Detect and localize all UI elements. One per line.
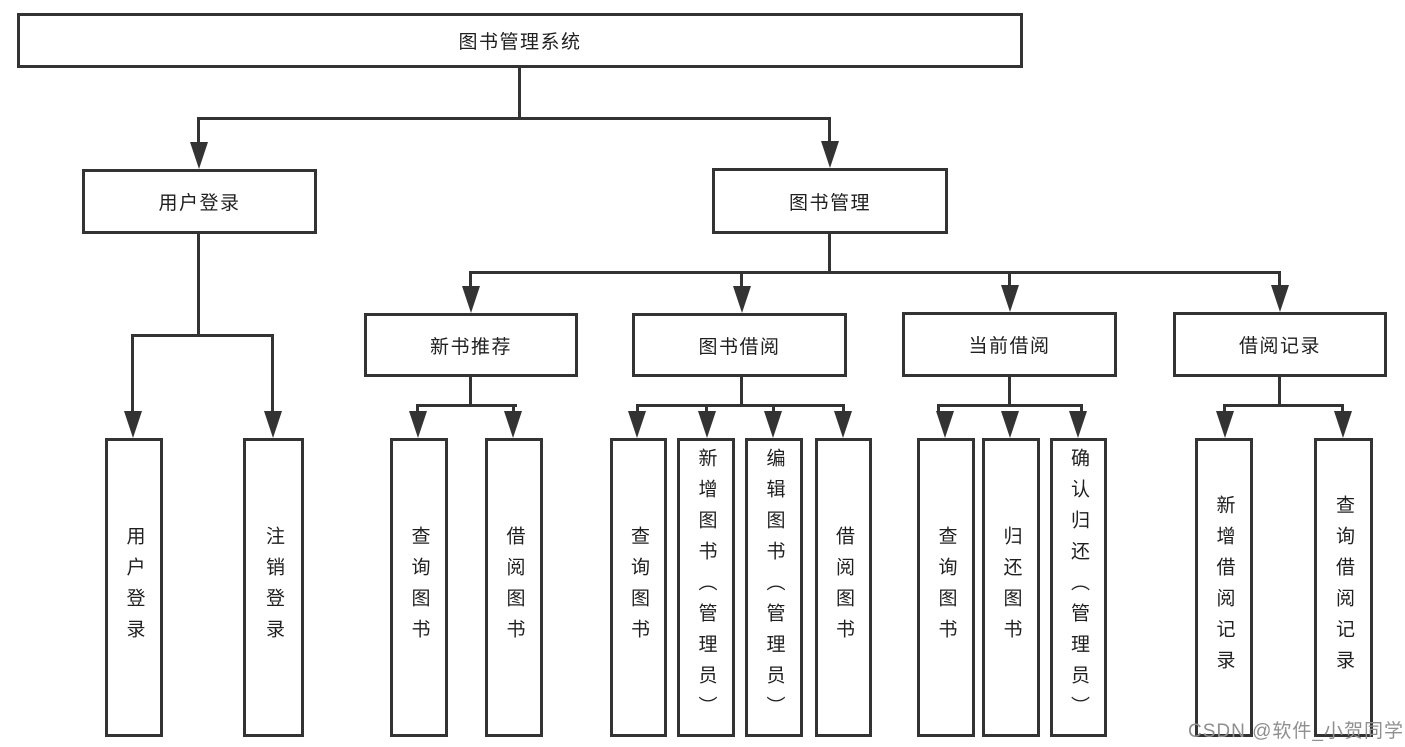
arrow-down-icon xyxy=(1271,285,1289,312)
node-book-borrow: 图书借阅 xyxy=(632,313,847,377)
node-root: 图书管理系统 xyxy=(17,13,1023,68)
arrow-down-icon xyxy=(1334,411,1352,438)
connector-line xyxy=(772,404,775,414)
connector-line xyxy=(937,404,1083,407)
connector-line xyxy=(416,404,517,407)
leaf-borrow-book-1-label: 借阅图书 xyxy=(503,525,525,650)
connector-line xyxy=(197,234,200,337)
arrow-down-icon xyxy=(1001,411,1019,438)
connector-line xyxy=(740,377,743,407)
connector-line xyxy=(828,117,831,147)
arrow-down-icon xyxy=(1216,411,1234,438)
connector-line xyxy=(636,404,845,407)
arrow-down-icon xyxy=(698,411,716,438)
connector-line xyxy=(1341,404,1344,414)
connector-line xyxy=(131,334,134,414)
node-new-book-recommend-label: 新书推荐 xyxy=(429,336,512,358)
connector-line xyxy=(828,234,831,274)
leaf-logout-label: 注销登录 xyxy=(263,525,284,650)
node-root-label: 图书管理系统 xyxy=(458,32,582,53)
node-new-book-recommend: 新书推荐 xyxy=(364,313,578,377)
arrow-down-icon xyxy=(936,411,954,438)
connector-line xyxy=(198,117,831,120)
arrow-down-icon xyxy=(504,411,522,438)
leaf-return-book: 归还图书 xyxy=(982,438,1040,737)
connector-line xyxy=(518,66,521,119)
connector-line xyxy=(636,404,639,414)
leaf-add-borrow-record-label: 新增借阅记录 xyxy=(1213,494,1235,681)
connector-line xyxy=(705,404,708,414)
arrow-down-icon xyxy=(1001,285,1019,312)
leaf-user-login-label: 用户登录 xyxy=(123,525,145,650)
leaf-query-book-1: 查询图书 xyxy=(390,438,448,737)
node-current-borrow: 当前借阅 xyxy=(902,312,1117,377)
arrow-down-icon xyxy=(264,411,282,438)
connector-line xyxy=(469,271,1281,274)
arrow-down-icon xyxy=(462,286,480,313)
leaf-confirm-return-admin-label: 确认归还（管理员） xyxy=(1068,448,1089,727)
arrow-down-icon xyxy=(1069,411,1087,438)
connector-line xyxy=(1080,404,1083,414)
leaf-query-book-1-label: 查询图书 xyxy=(408,525,430,650)
leaf-query-borrow-record: 查询借阅记录 xyxy=(1314,438,1373,737)
leaf-borrow-book-2: 借阅图书 xyxy=(815,438,872,737)
connector-line xyxy=(740,271,743,288)
connector-line xyxy=(416,404,419,414)
leaf-query-book-3-label: 查询图书 xyxy=(935,525,957,650)
leaf-query-book-2-label: 查询图书 xyxy=(628,525,649,650)
leaf-user-login: 用户登录 xyxy=(105,438,163,737)
csdn-watermark: CSDN @软件_小贺同学 xyxy=(1188,721,1404,742)
connector-line xyxy=(131,334,274,337)
connector-line xyxy=(1223,404,1226,414)
node-book-management: 图书管理 xyxy=(712,168,948,234)
connector-line xyxy=(1223,404,1344,407)
arrow-down-icon xyxy=(733,286,751,313)
leaf-query-book-3: 查询图书 xyxy=(917,438,975,737)
connector-line xyxy=(937,404,940,414)
leaf-borrow-book-2-label: 借阅图书 xyxy=(833,525,854,650)
node-borrow-record: 借阅记录 xyxy=(1173,312,1387,377)
arrow-down-icon xyxy=(628,411,646,438)
connector-line xyxy=(469,271,472,288)
connector-line xyxy=(512,404,515,414)
leaf-add-borrow-record: 新增借阅记录 xyxy=(1195,438,1253,737)
arrow-down-icon xyxy=(821,141,839,168)
connector-line xyxy=(1278,271,1281,288)
connector-line xyxy=(1008,377,1011,407)
node-borrow-record-label: 借阅记录 xyxy=(1238,336,1321,357)
node-book-management-label: 图书管理 xyxy=(788,192,871,214)
arrow-down-icon xyxy=(409,411,427,438)
leaf-borrow-book-1: 借阅图书 xyxy=(485,438,543,737)
arrow-down-icon xyxy=(834,411,852,438)
connector-line xyxy=(1008,271,1011,288)
arrow-down-icon xyxy=(764,411,782,438)
arrow-down-icon xyxy=(124,411,142,438)
node-current-borrow-label: 当前借阅 xyxy=(968,336,1051,357)
leaf-edit-book-admin: 编辑图书（管理员） xyxy=(745,438,803,737)
connector-line xyxy=(1278,377,1281,407)
connector-line xyxy=(197,117,200,147)
leaf-confirm-return-admin: 确认归还（管理员） xyxy=(1050,438,1107,737)
leaf-query-borrow-record-label: 查询借阅记录 xyxy=(1333,494,1354,681)
node-book-borrow-label: 图书借阅 xyxy=(698,336,781,358)
leaf-logout: 注销登录 xyxy=(243,438,304,737)
connector-line xyxy=(271,334,274,414)
leaf-edit-book-admin-label: 编辑图书（管理员） xyxy=(763,448,785,727)
leaf-return-book-label: 归还图书 xyxy=(1000,525,1022,650)
leaf-add-book-admin-label: 新增图书（管理员） xyxy=(695,448,717,727)
connector-line xyxy=(469,377,472,407)
leaf-query-book-2: 查询图书 xyxy=(610,438,667,737)
connector-line xyxy=(842,404,845,414)
arrow-down-icon xyxy=(190,142,208,169)
leaf-add-book-admin: 新增图书（管理员） xyxy=(677,438,735,737)
node-user-login-label: 用户登录 xyxy=(158,193,241,214)
node-user-login: 用户登录 xyxy=(82,169,317,234)
